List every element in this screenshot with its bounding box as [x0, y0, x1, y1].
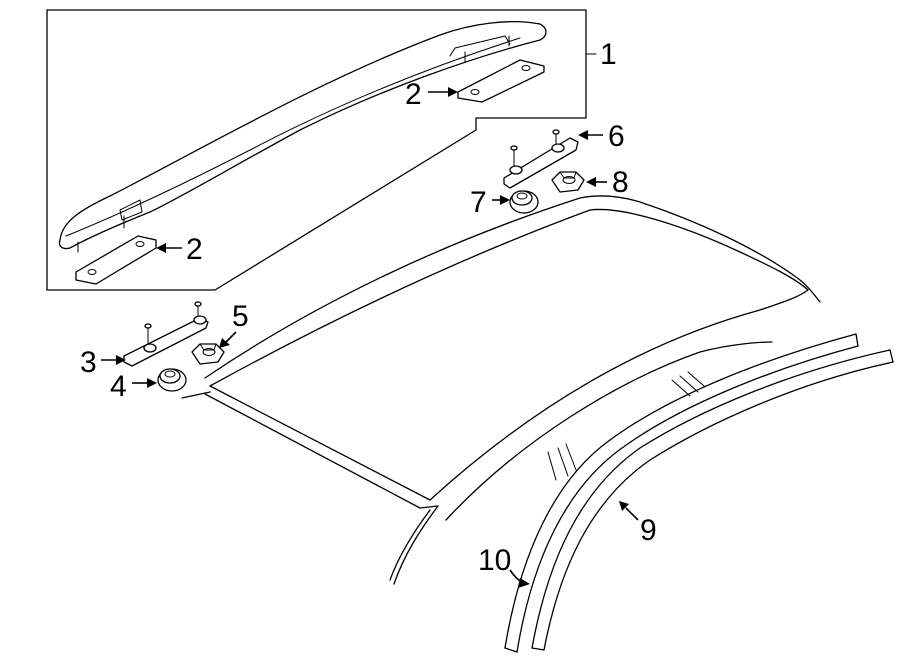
roof-weatherstrip-inner	[504, 333, 859, 653]
rail-pad-upper	[457, 59, 545, 103]
front-nut-round	[157, 368, 187, 392]
callout-8: 8	[612, 166, 629, 199]
inset-frame	[46, 9, 587, 291]
callout-7: 7	[470, 186, 487, 219]
roof-rail	[58, 20, 547, 250]
rear-nut-round	[509, 190, 539, 214]
roof-rail-inset	[46, 9, 587, 291]
callout-2-upper: 2	[405, 78, 422, 111]
front-bracket	[123, 301, 209, 367]
callout-4: 4	[110, 370, 127, 403]
rear-bracket	[503, 129, 579, 189]
callout-1: 1	[600, 38, 617, 71]
front-hex-nut	[191, 343, 225, 365]
callout-5: 5	[232, 300, 249, 333]
callout-6: 6	[608, 120, 625, 153]
rear-hex-nut	[551, 171, 585, 193]
callout-3: 3	[80, 346, 97, 379]
callout-2-lower: 2	[186, 233, 203, 266]
callout-9: 9	[640, 514, 657, 547]
vehicle-roof	[181, 195, 821, 585]
roof-weatherstrip-outer	[531, 349, 894, 651]
callout-10: 10	[478, 544, 511, 577]
